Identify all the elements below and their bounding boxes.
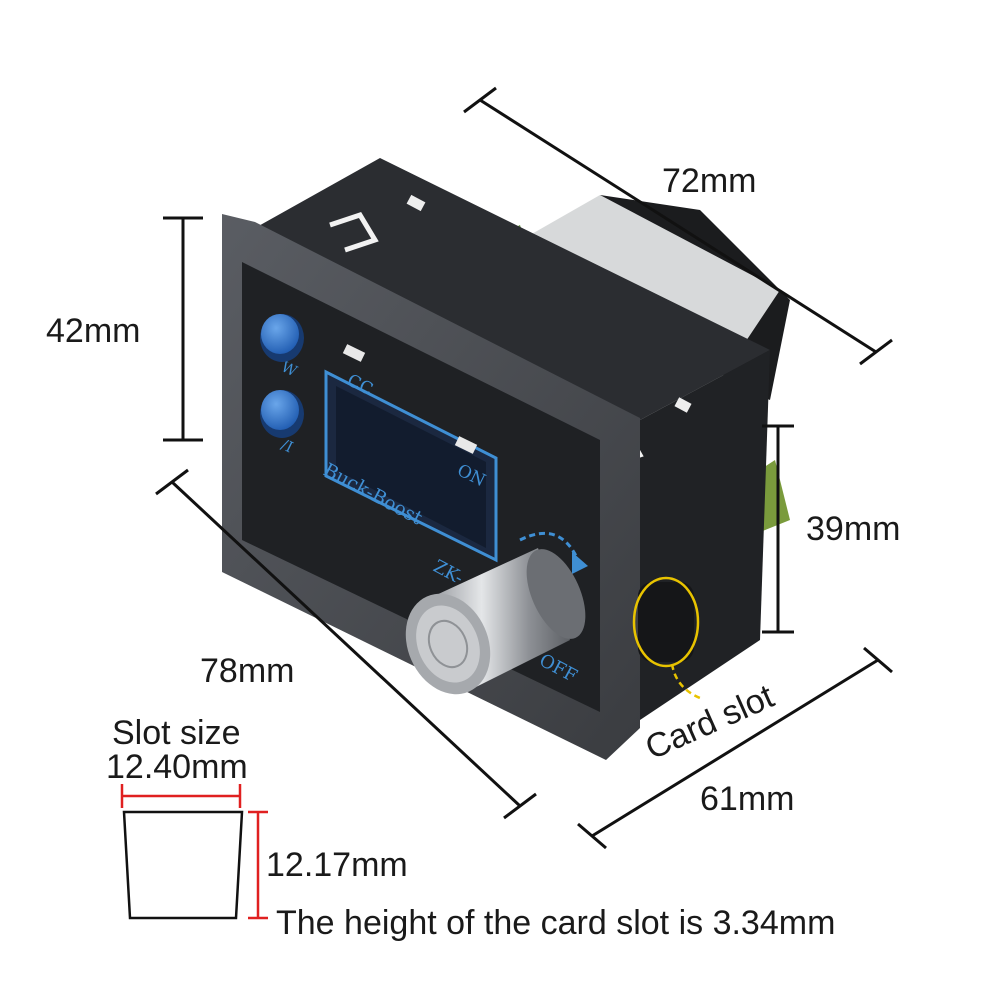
slot-height-marker [248,810,268,920]
clip-mark-top-left [329,211,379,253]
dim-39mm [762,424,794,634]
slot-shape-outline [122,810,244,920]
dim-72mm-label: 72mm [662,162,756,200]
device-module: CC ON Buck-Boost ZK- OFF W /I [222,158,790,760]
dim-72mm [463,86,893,366]
top-vent-slot-2 [674,397,692,413]
dim-78mm-label: 78mm [200,652,294,690]
lcd-screen-inner [336,386,486,548]
dim-61mm [577,646,893,850]
dim-39mm-label: 39mm [806,510,900,548]
slot-width-label: 12.40mm [106,748,248,786]
cc-indicator-led [342,344,366,362]
card-slot-callout-line [670,663,701,700]
dim-42mm [163,216,203,442]
slot-size-title: Slot size [112,714,241,752]
slot-depth-note: The height of the card slot is 3.34mm [276,904,835,942]
front-button-1 [260,314,304,362]
dim-42mm-label: 42mm [46,312,140,350]
slot-width-marker [120,784,242,808]
on-indicator-led [454,436,478,454]
dim-61mm-label: 61mm [700,780,794,818]
knob-rotation-arrow [519,531,580,561]
top-vent-slot [406,194,426,212]
dim-78mm [155,468,537,820]
housing-top-face [255,158,770,420]
slot-height-label: 12.17mm [266,846,408,884]
front-button-2 [260,390,304,438]
rotary-knob [405,548,586,695]
card-slot-cutout [632,576,700,668]
knob-rotation-arrowhead [572,552,588,574]
